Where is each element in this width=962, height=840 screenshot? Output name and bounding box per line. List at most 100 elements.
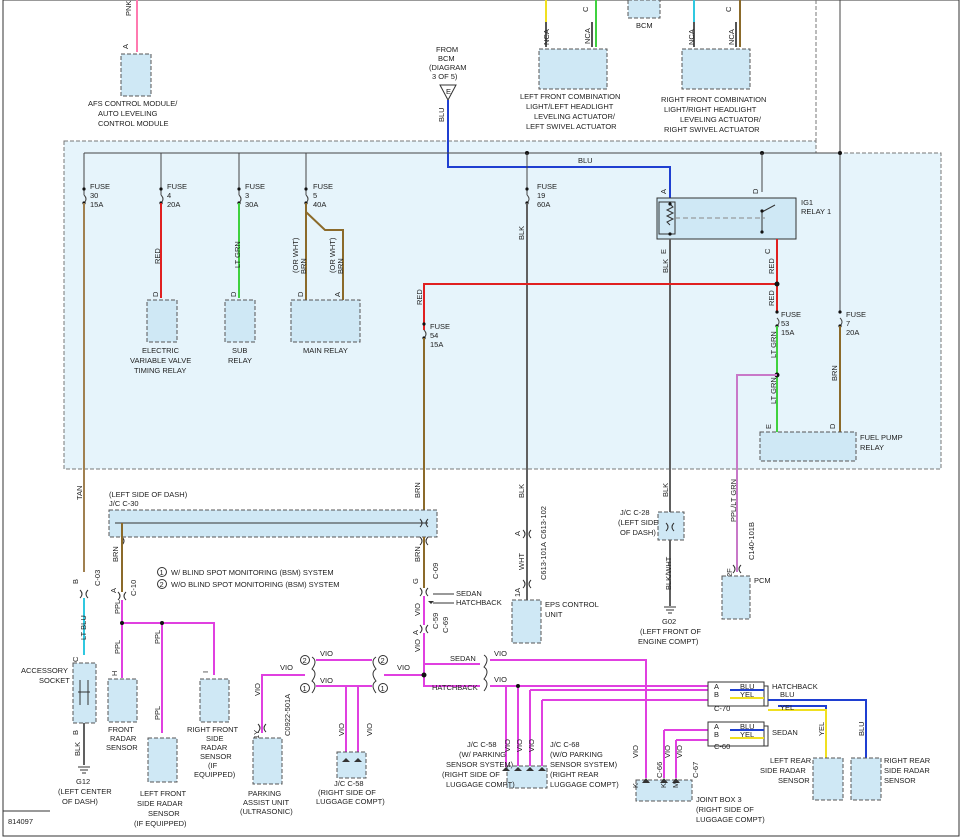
from-bcm-blu: BLU (437, 107, 446, 122)
lfsr-1: LEFT FRONT (140, 789, 187, 798)
ig1-pin-e: E (659, 249, 668, 254)
socket-pin-c: C (71, 656, 80, 662)
ig1-label-2: RELAY 1 (801, 207, 831, 216)
pcm (721, 575, 751, 620)
evvt-pin-d: D (151, 291, 160, 297)
rear-hatchback: HATCHBACK (772, 682, 818, 691)
rf-label-2: LIGHT/RIGHT HEADLIGHT (664, 105, 757, 114)
g12-3: OF DASH) (62, 797, 98, 806)
parking-assist-unit (252, 737, 283, 785)
jc-c58w-5: LUGGAGE COMPT) (446, 780, 515, 789)
from-bcm-1: FROM (436, 45, 458, 54)
fpr-pin-d: D (828, 423, 837, 429)
afs-pin-a: A (121, 44, 130, 49)
eps-label-1: EPS CONTROL (545, 600, 599, 609)
legend-2: W/O BLIND SPOT MONITORING (BSM) SYSTEM (171, 580, 340, 589)
from-bcm-3: (DIAGRAM (429, 63, 467, 72)
c09-pin-g: G (411, 578, 420, 584)
ig1-pin-a: A (659, 189, 668, 194)
sw-n2-right: 2 (381, 656, 385, 665)
c03-pin-b: B (71, 579, 80, 584)
main-or-wht-2: (OR WHT) (328, 237, 337, 273)
rear-vio-6: VIO (675, 745, 684, 758)
pcm-pin-2f: 2F (725, 568, 734, 577)
pdb-blu-label: BLU (578, 156, 593, 165)
rfsr-pin-i: I (201, 671, 210, 673)
jc-c68-1: J/C C-68 (550, 740, 580, 749)
c0922-501a: C0922-501A (283, 694, 292, 736)
ig1-label-1: IG1 (801, 198, 813, 207)
bcm-label: BCM (636, 21, 653, 30)
mid-hatchback: HATCHBACK (456, 598, 502, 607)
fuse5-name: FUSE (313, 182, 333, 191)
pa-pin-1y: 1Y (252, 730, 261, 739)
fuse30-name: FUSE (90, 182, 110, 191)
fuse54-name: FUSE (430, 322, 450, 331)
sw-n1-right: 1 (381, 684, 385, 693)
bt-vio-2: VIO (494, 675, 507, 684)
c60-yel: YEL (740, 730, 754, 739)
fuse19-blk: BLK (517, 226, 526, 240)
vio-lbl-6: VIO (337, 723, 346, 736)
evvt-label-3: TIMING RELAY (134, 366, 186, 375)
afs-control-module (120, 53, 152, 97)
afs-label-1: AFS CONTROL MODULE/ (88, 99, 178, 108)
ppl-ltgrn-label: PPL/LT GRN (729, 479, 738, 522)
left-front-combination-light (538, 48, 608, 90)
rf-label-3: LEVELING ACTUATOR/ (680, 115, 762, 124)
sub-ltgrn: LT GRN (233, 241, 242, 268)
sub-label-2: RELAY (228, 356, 252, 365)
c10-label: C-10 (129, 580, 138, 596)
rf-nca-2: NCA (727, 29, 736, 45)
rf-nca-1: NCA (687, 29, 696, 45)
blk-wht-label: BLK/WHT (664, 556, 673, 590)
jc-c28-1: J/C C-28 (620, 508, 650, 517)
jc-c58w-1: J/C C-58 (467, 740, 497, 749)
bt-vio-1: VIO (494, 649, 507, 658)
lf-label-4: LEFT SWIVEL ACTUATOR (526, 122, 617, 131)
fuse30-amp: 15A (90, 200, 103, 209)
legend-1: W/ BLIND SPOT MONITORING (BSM) SYSTEM (171, 568, 334, 577)
ppl-label-2: PPL (113, 640, 122, 654)
c59-pin-a: A (411, 630, 420, 635)
jc-c68-4: (RIGHT REAR (550, 770, 599, 779)
c70-connector (707, 681, 765, 707)
svg-text:1: 1 (160, 568, 164, 577)
bcm-box (627, 0, 661, 19)
blk-label-19: BLK (517, 484, 526, 498)
rear-vio-3: VIO (527, 739, 536, 752)
jc-c58-top-3: LUGGAGE COMPT) (316, 797, 385, 806)
fpr-label-2: RELAY (860, 443, 884, 452)
c70-pin-a: A (714, 682, 719, 691)
rrsr-3: SENSOR (884, 776, 916, 785)
front-radar-pin-h: H (110, 671, 119, 676)
g02-1: G02 (662, 617, 676, 626)
afs-pnk-label: PNK (124, 1, 133, 16)
fuse4-amp: 20A (167, 200, 180, 209)
fuse7-num: 7 (846, 319, 850, 328)
rfsr-5: (IF (208, 761, 218, 770)
jc-c58-w-parking (506, 765, 548, 789)
sub-relay (224, 299, 256, 343)
ig1-pin-d: D (751, 188, 760, 194)
socket-blk: BLK (73, 742, 82, 756)
brn-label-2: BRN (111, 546, 120, 562)
tan-label: TAN (75, 486, 84, 500)
c70-label: C-70 (714, 704, 730, 713)
evvt-relay (146, 299, 178, 343)
rear-vio-5: VIO (663, 745, 672, 758)
fuse3-num: 3 (245, 191, 249, 200)
left-front-side-radar-sensor (147, 737, 178, 783)
lf-nca-2: NCA (583, 28, 592, 44)
jb-2: (RIGHT SIDE OF (696, 805, 754, 814)
g02-2: (LEFT FRONT OF (640, 627, 701, 636)
jc-c30-side: (LEFT SIDE OF DASH) (109, 490, 188, 499)
sw-n1-left: 1 (303, 684, 307, 693)
fuse7-name: FUSE (846, 310, 866, 319)
mid-sedan: SEDAN (456, 589, 482, 598)
front-radar-2: RADAR (110, 734, 137, 743)
rr-blu: BLU (857, 721, 866, 736)
fuse5-num: 5 (313, 191, 317, 200)
rfsr-2: SIDE (206, 734, 224, 743)
rear-vio-1: VIO (503, 739, 512, 752)
